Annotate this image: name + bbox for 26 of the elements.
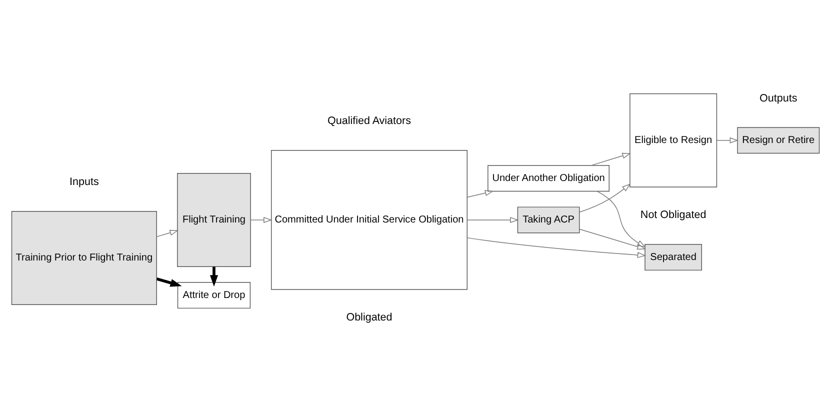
arrow (250, 216, 272, 223)
node-box: Eligible to Resign (630, 93, 718, 188)
arrow (716, 137, 738, 144)
arrow (596, 190, 646, 248)
arrow (156, 277, 182, 287)
arrow (591, 152, 631, 166)
node-box: Under Another Obligation (488, 165, 610, 192)
arrow (156, 230, 178, 238)
label: Outputs (760, 92, 798, 104)
node-box: Separated (644, 244, 702, 271)
node-box: Committed Under Initial Service Obligation (271, 150, 468, 290)
arrow (467, 237, 646, 258)
label: Not Obligated (640, 209, 706, 222)
arrow (210, 266, 218, 287)
label: Qualified Aviators (328, 115, 411, 128)
arrow (466, 190, 494, 198)
label: Obligated (346, 312, 392, 324)
label: Inputs (70, 176, 99, 188)
arrow (466, 216, 519, 223)
node-box: Attrite or Drop (177, 282, 251, 309)
node-box: Resign or Retire (737, 127, 820, 154)
arrow (579, 228, 646, 250)
node-box: Flight Training (177, 173, 251, 267)
arrow (579, 184, 631, 212)
node-box: Taking ACP (517, 206, 580, 234)
node-box: Training Prior to Flight Training (11, 211, 157, 305)
